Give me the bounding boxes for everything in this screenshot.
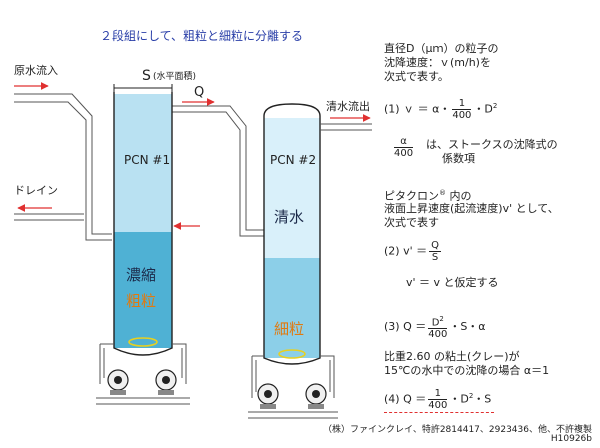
tank-pcn1 [113,92,173,356]
concentrated-label: 濃縮 [126,266,156,284]
surface-velocity-line-1: 液面上昇速度(起流速度)v' として、 [384,202,559,215]
equation-panel: 直径D（μｍ）の粒子の 沈降速度：ｖ(m/h)を 次式で表す。 (1) ｖ ＝ … [384,0,598,448]
clear-outflow-label: 清水流出 [326,99,370,113]
tank-pcn2 [263,103,321,365]
tank1-pump-assembly [96,343,190,405]
clay-line-1: 比重2.60 の粘土(クレー)が [384,350,520,363]
q-symbol: Q [194,85,204,100]
transfer-pipe [172,105,264,237]
raw-inflow-label: 原水流入 [14,63,58,77]
diagram-title: ２段組にして、粗粒と細粒に分離する [100,28,303,43]
pitakuron-line: ピタクロン® 内の [384,189,472,203]
pump-icon [257,383,279,409]
tank2-swirl [278,349,306,359]
pump-icon [107,369,129,395]
pump-icon [155,369,177,395]
equation-4-underline [384,412,494,413]
pcn2-label: PCN #2 [270,153,316,167]
assumption-line: v' ＝ v と仮定する [406,276,499,289]
drain-label: ドレイン [14,184,58,197]
pump-icon [305,383,327,409]
clear-water-label: 清水 [274,208,304,226]
clay-line-2: 15℃の水中での沈降の場合 α＝1 [384,364,550,377]
separation-diagram: ２段組にして、粗粒と細粒に分離する 原水流入 ドレイン S (水平面積) Q P… [14,28,372,419]
patent-notice: （株）ファインクレイ、特許2814417、2923436、他、不許複製 [323,425,592,435]
document-code: H10926b [550,434,592,444]
drain-pipe [14,213,84,221]
surface-velocity-line-2: 次式で表す [384,216,439,229]
intro-line-3: 次式で表す。 [384,70,449,83]
coarse-particle-label: 粗粒 [126,292,156,310]
s-symbol: S [142,68,151,84]
alpha-description-1: は、ストークスの沈降式の [426,138,558,151]
tank2-pump-assembly [248,355,338,419]
tank1-swirl [128,337,158,347]
intro-line-2: 沈降速度：ｖ(m/h)を [384,56,491,69]
intro-line-1: 直径D（μｍ）の粒子の [384,42,499,55]
inflow-pipe [14,93,112,241]
alpha-description-2: 係数項 [442,152,475,165]
s-horizontal-area: (水平面積) [153,70,196,82]
clear-outflow-pipe [320,123,372,131]
fine-particle-label: 細粒 [274,320,304,338]
pcn1-label: PCN #1 [124,153,170,167]
